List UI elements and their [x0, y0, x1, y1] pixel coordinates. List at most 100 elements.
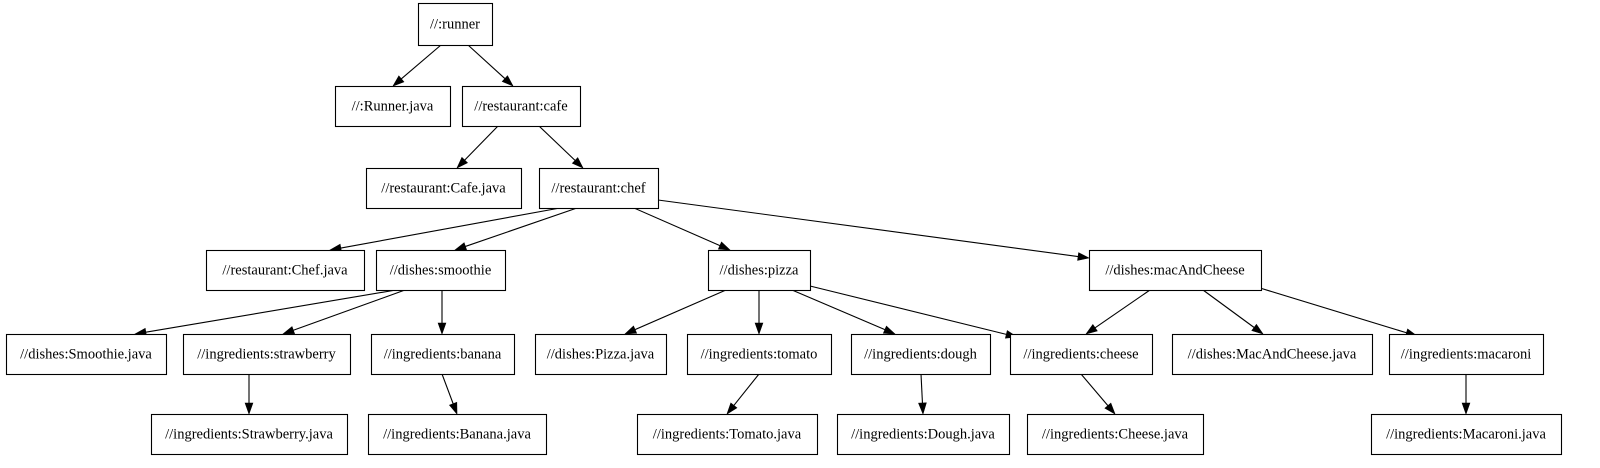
graph-edge [441, 373, 458, 415]
node-box[interactable] [417, 2, 494, 47]
graph-edge [754, 290, 764, 335]
graph-edge [456, 125, 499, 169]
graph-edge [1259, 287, 1418, 337]
edge-arrowhead-icon [918, 402, 927, 415]
node-box[interactable] [1088, 249, 1263, 292]
node-label: //ingredients:Dough.java [851, 426, 995, 442]
node-label: //dishes:macAndCheese [1105, 262, 1244, 278]
edge-arrowhead-icon [244, 402, 254, 415]
edge-line [791, 289, 886, 331]
graph-edge [1202, 289, 1264, 335]
graph-node[interactable]: //dishes:smoothie [375, 249, 507, 292]
graph-edge [282, 289, 406, 335]
edge-arrowhead-icon [1077, 252, 1090, 261]
graph-node[interactable]: //dishes:pizza [707, 249, 812, 292]
node-label: //restaurant:Chef.java [222, 262, 348, 278]
node-label: //:runner [430, 16, 480, 32]
node-box[interactable] [182, 333, 352, 376]
graph-edge [657, 199, 1090, 261]
node-box[interactable] [636, 413, 819, 456]
graph-node[interactable]: //ingredients:Strawberry.java [150, 413, 349, 456]
graph-node[interactable]: //ingredients:tomato [686, 333, 833, 376]
graph-node[interactable]: //restaurant:Cafe.java [365, 167, 523, 210]
node-box[interactable] [1370, 413, 1563, 456]
node-box[interactable] [1009, 333, 1154, 376]
graph-node[interactable]: //dishes:Smoothie.java [5, 333, 168, 376]
graph-edge [454, 207, 578, 251]
graph-node[interactable]: //restaurant:chef [538, 167, 660, 210]
edge-arrowhead-icon [882, 325, 896, 335]
graph-node[interactable]: //ingredients:Cheese.java [1026, 413, 1205, 456]
edge-line [465, 207, 578, 247]
node-label: //ingredients:macaroni [1401, 346, 1531, 362]
node-box[interactable] [1388, 333, 1545, 376]
node-box[interactable] [836, 413, 1011, 456]
edge-line [340, 207, 561, 249]
graph-node[interactable]: //ingredients:dough [850, 333, 992, 376]
edge-line [293, 289, 406, 331]
graph-node[interactable]: //ingredients:Tomato.java [636, 413, 819, 456]
node-box[interactable] [707, 249, 812, 292]
edge-arrowhead-icon [1085, 324, 1098, 335]
graph-node[interactable]: //:runner [417, 2, 494, 47]
edge-line [633, 207, 721, 247]
edge-arrowhead-icon [754, 322, 764, 335]
graph-edge [538, 125, 584, 169]
graph-edge [329, 207, 561, 253]
node-label: //:Runner.java [352, 98, 434, 114]
edge-line [809, 285, 1007, 335]
graph-edges-layer [134, 44, 1471, 415]
graph-node[interactable]: //ingredients:Banana.java [367, 413, 548, 456]
edge-arrowhead-icon [456, 156, 468, 169]
graph-node[interactable]: //restaurant:cafe [461, 85, 582, 128]
node-box[interactable] [334, 85, 452, 128]
node-box[interactable] [5, 333, 168, 376]
node-label: //dishes:MacAndCheese.java [1188, 346, 1357, 362]
node-box[interactable] [1026, 413, 1205, 456]
edge-line [467, 44, 506, 79]
node-label: //ingredients:strawberry [197, 346, 336, 362]
node-box[interactable] [850, 333, 992, 376]
node-box[interactable] [367, 413, 548, 456]
graph-nodes-layer: //:runner //:Runner.java //restaurant:cafe… [5, 2, 1563, 456]
graph-edge [791, 289, 896, 335]
graph-node[interactable]: //ingredients:Dough.java [836, 413, 1011, 456]
edge-line [441, 373, 454, 404]
graph-node[interactable]: //:Runner.java [334, 85, 452, 128]
graph-node[interactable]: //restaurant:Chef.java [205, 249, 366, 292]
node-label: //dishes:pizza [720, 262, 799, 278]
graph-node[interactable]: //ingredients:macaroni [1388, 333, 1545, 376]
edge-arrowhead-icon [448, 401, 458, 415]
node-box[interactable] [375, 249, 507, 292]
graph-node[interactable]: //dishes:Pizza.java [534, 333, 668, 376]
graph-edge [918, 373, 927, 415]
graph-node[interactable]: //ingredients:banana [370, 333, 516, 376]
edge-line [538, 125, 576, 161]
graph-node[interactable]: //dishes:macAndCheese [1088, 249, 1263, 292]
graph-edge [437, 290, 447, 335]
node-label: //restaurant:cafe [474, 98, 567, 114]
edge-line [733, 373, 760, 406]
node-box[interactable] [461, 85, 582, 128]
node-label: //ingredients:Cheese.java [1042, 426, 1189, 442]
graph-edge [467, 44, 514, 87]
graph-edge [1080, 373, 1116, 415]
edge-line [920, 373, 923, 404]
node-box[interactable] [686, 333, 833, 376]
graph-node[interactable]: //ingredients:strawberry [182, 333, 352, 376]
graph-node[interactable]: //ingredients:cheese [1009, 333, 1154, 376]
node-box[interactable] [365, 167, 523, 210]
edge-arrowhead-icon [717, 241, 731, 251]
node-box[interactable] [150, 413, 349, 456]
graph-edge [809, 285, 1018, 339]
graph-node[interactable]: //ingredients:Macaroni.java [1370, 413, 1563, 456]
graph-edge [134, 289, 397, 337]
graph-node[interactable]: //dishes:MacAndCheese.java [1171, 333, 1374, 376]
node-box[interactable] [534, 333, 668, 376]
edge-arrowhead-icon [282, 326, 296, 335]
node-box[interactable] [538, 167, 660, 210]
node-box[interactable] [205, 249, 366, 292]
node-box[interactable] [1171, 333, 1374, 376]
node-box[interactable] [370, 333, 516, 376]
